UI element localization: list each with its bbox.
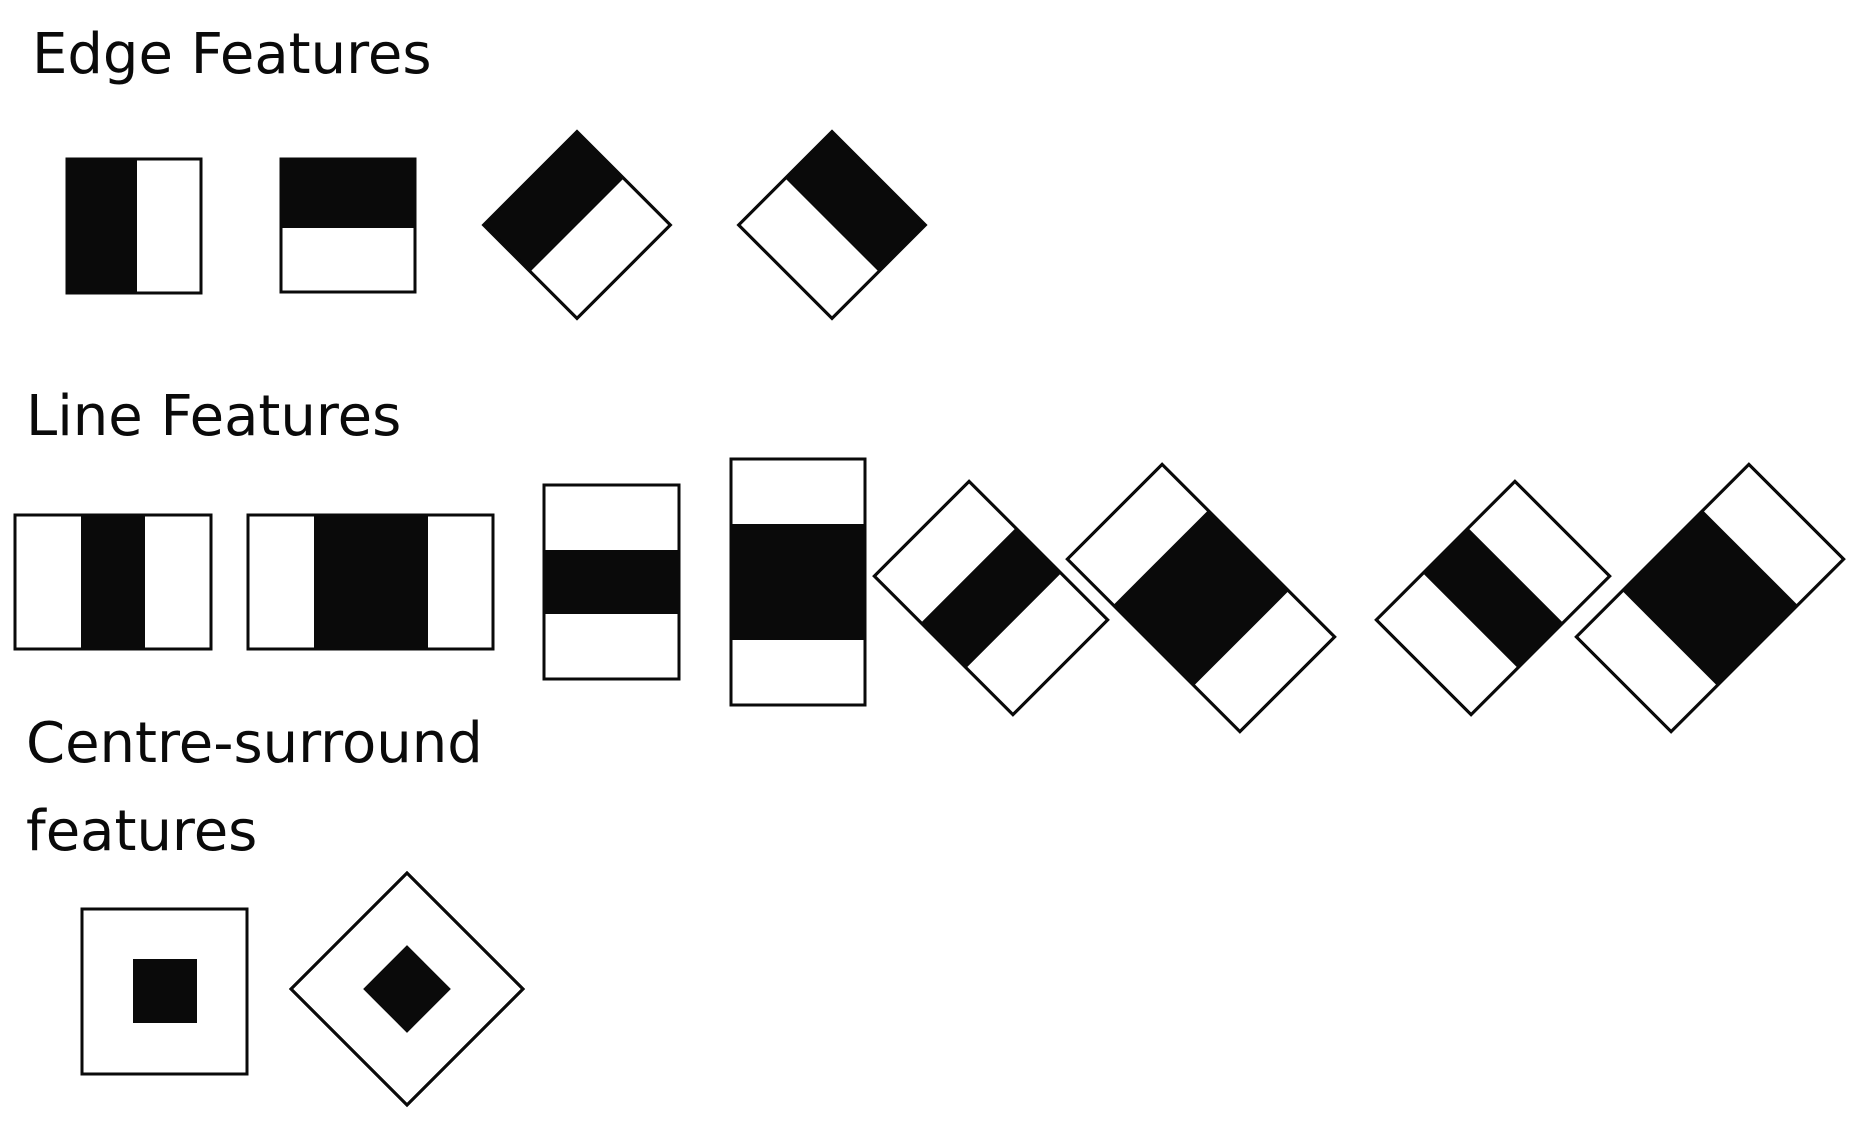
edge-horizontal-icon: [279, 157, 417, 294]
line-vertical-narrow-icon: [13, 513, 213, 651]
centre-surround-square-icon: [80, 907, 249, 1076]
centre-surround-heading-line1: Centre-surround: [26, 711, 483, 776]
line-diagonal-right-narrow-icon: [872, 479, 1110, 717]
edge-features-heading: Edge Features: [32, 22, 432, 87]
line-diagonal-right-wide-icon: [1065, 462, 1337, 734]
line-diagonal-left-wide-icon: [1574, 462, 1846, 734]
line-vertical-wide-icon: [246, 513, 495, 651]
line-features-heading: Line Features: [26, 384, 402, 449]
edge-diagonal-right-icon: [481, 129, 673, 321]
line-horizontal-wide-icon: [729, 457, 867, 707]
line-horizontal-narrow-icon: [542, 483, 681, 681]
centre-surround-heading-line2: features: [26, 799, 258, 864]
line-diagonal-left-narrow-icon: [1374, 479, 1612, 717]
edge-diagonal-left-icon: [736, 129, 928, 321]
centre-surround-diamond-icon: [288, 870, 526, 1108]
centre-surround-heading: Centre-surround features: [26, 700, 483, 876]
edge-vertical-icon: [65, 157, 203, 295]
